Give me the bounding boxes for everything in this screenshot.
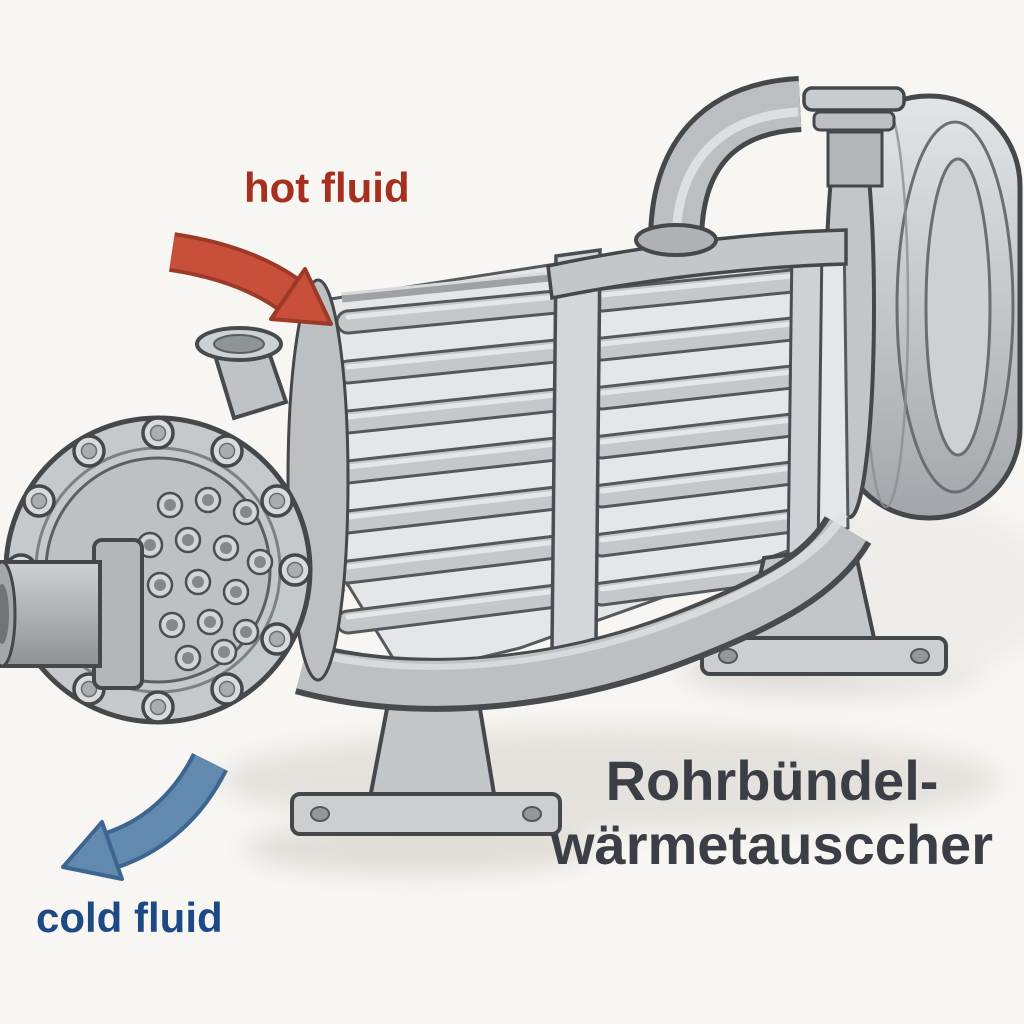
cold-arrowhead bbox=[61, 820, 124, 881]
hot-fluid-arrow bbox=[168, 232, 333, 326]
foot-bolt-hole bbox=[310, 806, 330, 822]
elbow-stub bbox=[826, 130, 884, 188]
tube-sheet-holes bbox=[136, 486, 274, 672]
shaft-bore bbox=[0, 584, 9, 644]
foot-bolt-hole bbox=[718, 648, 738, 664]
labels: hot fluid cold fluid Rohrbündel- wärmeta… bbox=[36, 164, 993, 941]
foot-bolt-hole bbox=[522, 806, 542, 822]
title-line-1: Rohrbündel- bbox=[606, 749, 939, 812]
hot-fluid-label: hot fluid bbox=[244, 164, 410, 211]
shell-bottom-band bbox=[294, 511, 872, 712]
cold-fluid-label: cold fluid bbox=[36, 894, 223, 941]
cold-fluid-arrow bbox=[61, 752, 228, 881]
baffle-plate-2 bbox=[786, 240, 824, 564]
shaft-nozzle bbox=[0, 538, 144, 690]
foot-bolt-hole bbox=[910, 648, 930, 664]
shell-end-cap bbox=[824, 93, 1023, 521]
elbow-flange-upper bbox=[802, 86, 906, 112]
elbow-flange-lower bbox=[812, 110, 896, 132]
outlet-elbow-pipe bbox=[634, 76, 906, 257]
elbow-base-collar bbox=[634, 223, 718, 257]
hot-arrowhead bbox=[269, 267, 333, 326]
title-line-2: wärmetausccher bbox=[550, 813, 993, 876]
hot-inlet-nozzle bbox=[195, 326, 289, 421]
tube-bundle bbox=[335, 268, 805, 635]
baffle-plate-1 bbox=[550, 247, 602, 653]
nozzle-opening bbox=[213, 334, 265, 354]
